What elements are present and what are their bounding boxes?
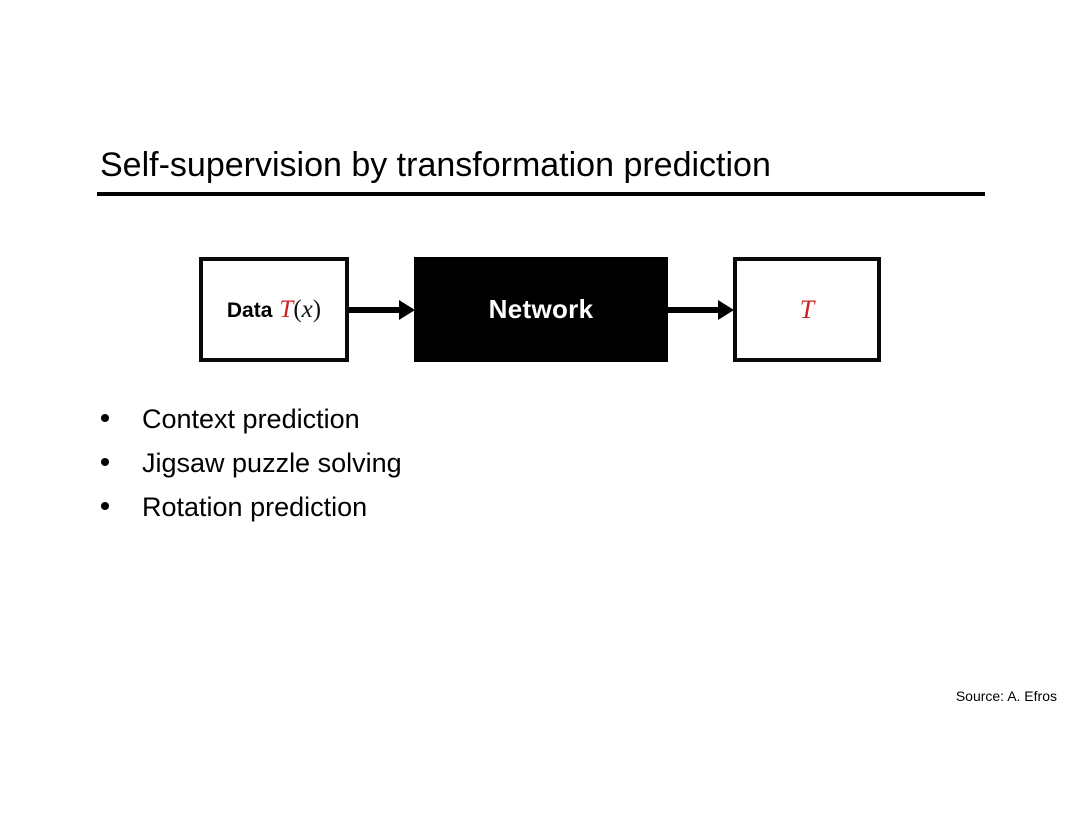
list-item[interactable]: Context prediction [100,402,740,446]
list-item[interactable]: Jigsaw puzzle solving [100,446,740,490]
page-title: Self-supervision by transformation predi… [100,146,771,184]
bullet-dot-icon [101,414,109,422]
diagram-box-network-label: Network [488,294,594,324]
data-label-text: Data [226,298,273,322]
variable-x: x [301,295,313,323]
bullet-dot-icon [101,502,109,510]
list-item[interactable]: Rotation prediction [100,490,740,534]
arrow-head [399,300,415,320]
arrow-shaft [349,307,401,313]
diagram-box-network[interactable]: Network [414,257,668,362]
title-divider [97,192,985,196]
arrow-right-icon-network-to-output [668,300,734,320]
arrow-right-icon-data-to-network [349,300,415,320]
bullet-list: Context prediction Jigsaw puzzle solving… [100,402,740,534]
diagram-box-output[interactable]: T [733,257,881,362]
source-attribution: Source: A. Efros [955,688,1057,704]
bullet-dot-icon [101,458,109,466]
paren-open: ( [293,295,302,323]
list-item-label: Rotation prediction [142,492,368,522]
list-item-label: Jigsaw puzzle solving [142,448,402,478]
list-item-label: Context prediction [142,404,360,434]
paren-close: ) [312,295,322,323]
transform-symbol-t: T [279,295,294,323]
arrow-shaft [668,307,720,313]
predicted-transform-symbol-t: T [799,294,815,324]
arrow-head [718,300,734,320]
